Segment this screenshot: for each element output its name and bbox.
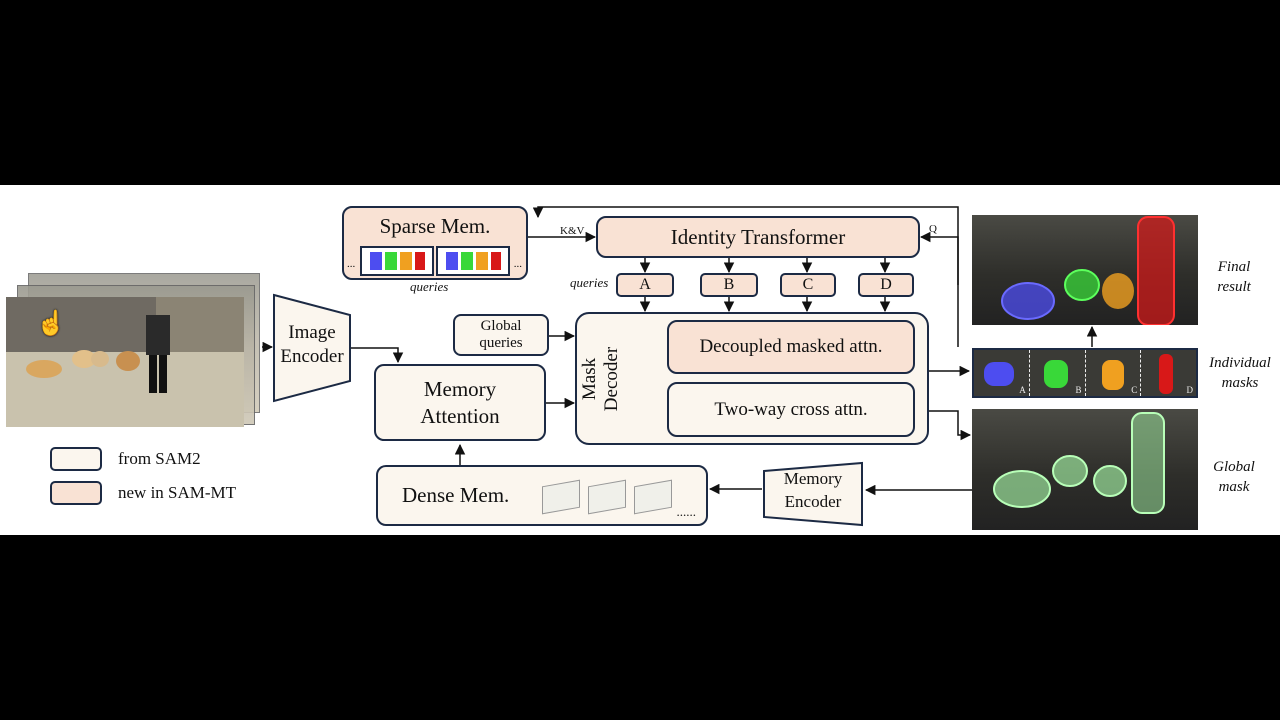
- final-result-masks: [1001, 216, 1175, 325]
- global-mask-label: Global mask: [1213, 459, 1255, 495]
- queries-label: queries: [570, 275, 609, 290]
- input-frame-front: ☝: [6, 297, 244, 427]
- individual-mask-c: C: [1086, 350, 1142, 396]
- individual-masks-label: Individual masks: [1209, 355, 1271, 391]
- sparse-mem-label: Sparse Mem.: [379, 214, 491, 238]
- query-label-d: D: [880, 276, 892, 293]
- query-box-a: A: [616, 273, 674, 297]
- two-way-attn-label: Two-way cross attn.: [714, 398, 868, 420]
- individual-mask-a: A: [974, 350, 1030, 396]
- global-mask-image: [972, 409, 1198, 530]
- query-box-d: D: [858, 273, 914, 297]
- query-box-b: B: [700, 273, 758, 297]
- final-result-image: [972, 215, 1198, 325]
- legend-label-sam2: from SAM2: [118, 449, 201, 468]
- dense-mem-frame-stack: [542, 477, 672, 515]
- memory-encoder-shape: [763, 461, 863, 527]
- identity-transformer-label: Identity Transformer: [670, 224, 846, 249]
- query-label-c: C: [802, 276, 814, 293]
- sparse-query-group-1: [360, 246, 434, 276]
- identity-transformer-block: Identity Transformer: [596, 216, 920, 258]
- two-way-attn-block: Two-way cross attn.: [667, 382, 915, 437]
- individual-masks-strip: A B C D: [972, 348, 1198, 398]
- arrow-loop-to-sparse: [532, 206, 959, 285]
- q-label: Q: [929, 223, 937, 235]
- final-result-label: Final result: [1217, 259, 1251, 295]
- legend-swatch-sam2: [50, 447, 102, 471]
- individual-mask-d: D: [1141, 350, 1196, 396]
- dense-mem-dots: ......: [676, 504, 697, 519]
- query-label-b: B: [723, 276, 735, 293]
- arrow-decoder-to-global: [928, 410, 972, 441]
- legend-swatch-sammt: [50, 481, 102, 505]
- sparse-mem-block: Sparse Mem. ... ...: [342, 206, 528, 280]
- global-queries-label: Global queries: [479, 318, 523, 351]
- dense-mem-block: Dense Mem. ......: [376, 465, 708, 526]
- decoupled-attn-block: Decoupled masked attn.: [667, 320, 915, 374]
- dense-mem-label: Dense Mem.: [402, 483, 510, 507]
- kv-label: K&V: [560, 225, 585, 237]
- sparse-mem-dots-left: ...: [347, 258, 356, 270]
- legend: from SAM2 new in SAM-MT: [50, 447, 270, 507]
- query-box-c: C: [780, 273, 836, 297]
- sparse-queries-caption: queries: [410, 279, 449, 294]
- mask-decoder-label: Mask Decoder: [579, 346, 622, 412]
- sparse-mem-dots-right: ...: [513, 258, 522, 270]
- sparse-query-group-2: [436, 246, 510, 276]
- image-encoder-shape: [273, 293, 351, 403]
- arrow-encoder-to-memattn: [350, 347, 404, 364]
- legend-label-sammt: new in SAM-MT: [118, 483, 237, 502]
- memory-attention-block: Memory Attention: [374, 364, 546, 441]
- global-mask-overlay: [993, 412, 1165, 514]
- query-label-a: A: [639, 276, 651, 293]
- decoupled-attn-label: Decoupled masked attn.: [699, 336, 883, 357]
- diagram-canvas: ☝ Image Encoder Memory Attention Dense M…: [0, 185, 1280, 535]
- memory-encoder-label: Memory Encoder: [783, 469, 843, 511]
- individual-mask-b: B: [1030, 350, 1086, 396]
- input-scene: [6, 297, 244, 427]
- image-encoder-label: Image Encoder: [280, 322, 344, 367]
- global-queries-block: Global queries: [453, 314, 549, 356]
- click-pointer-icon: ☝: [36, 311, 66, 337]
- memory-attention-label: Memory Attention: [420, 376, 500, 428]
